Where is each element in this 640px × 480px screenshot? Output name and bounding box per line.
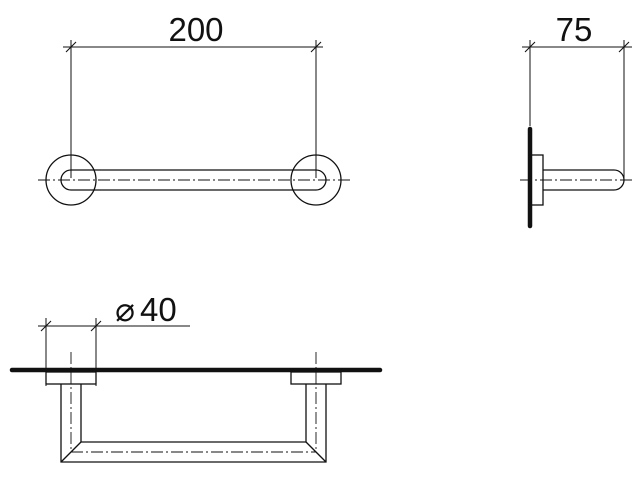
diameter-label: 40 <box>140 291 177 328</box>
diameter-symbol: ⌀ <box>115 291 135 328</box>
bar-outline <box>60 169 327 191</box>
dimension-length: 200 <box>63 11 323 178</box>
front-view: 200 <box>38 11 350 206</box>
length-label: 200 <box>168 11 223 48</box>
depth-label: 75 <box>556 11 593 48</box>
top-bar-inner <box>80 384 307 443</box>
top-bar-outer <box>60 384 327 463</box>
side-view: 75 <box>520 11 632 229</box>
dimension-depth: 75 <box>522 11 632 178</box>
dimension-diameter: ⌀ 40 <box>38 291 190 386</box>
top-view: ⌀ 40 <box>9 291 383 463</box>
